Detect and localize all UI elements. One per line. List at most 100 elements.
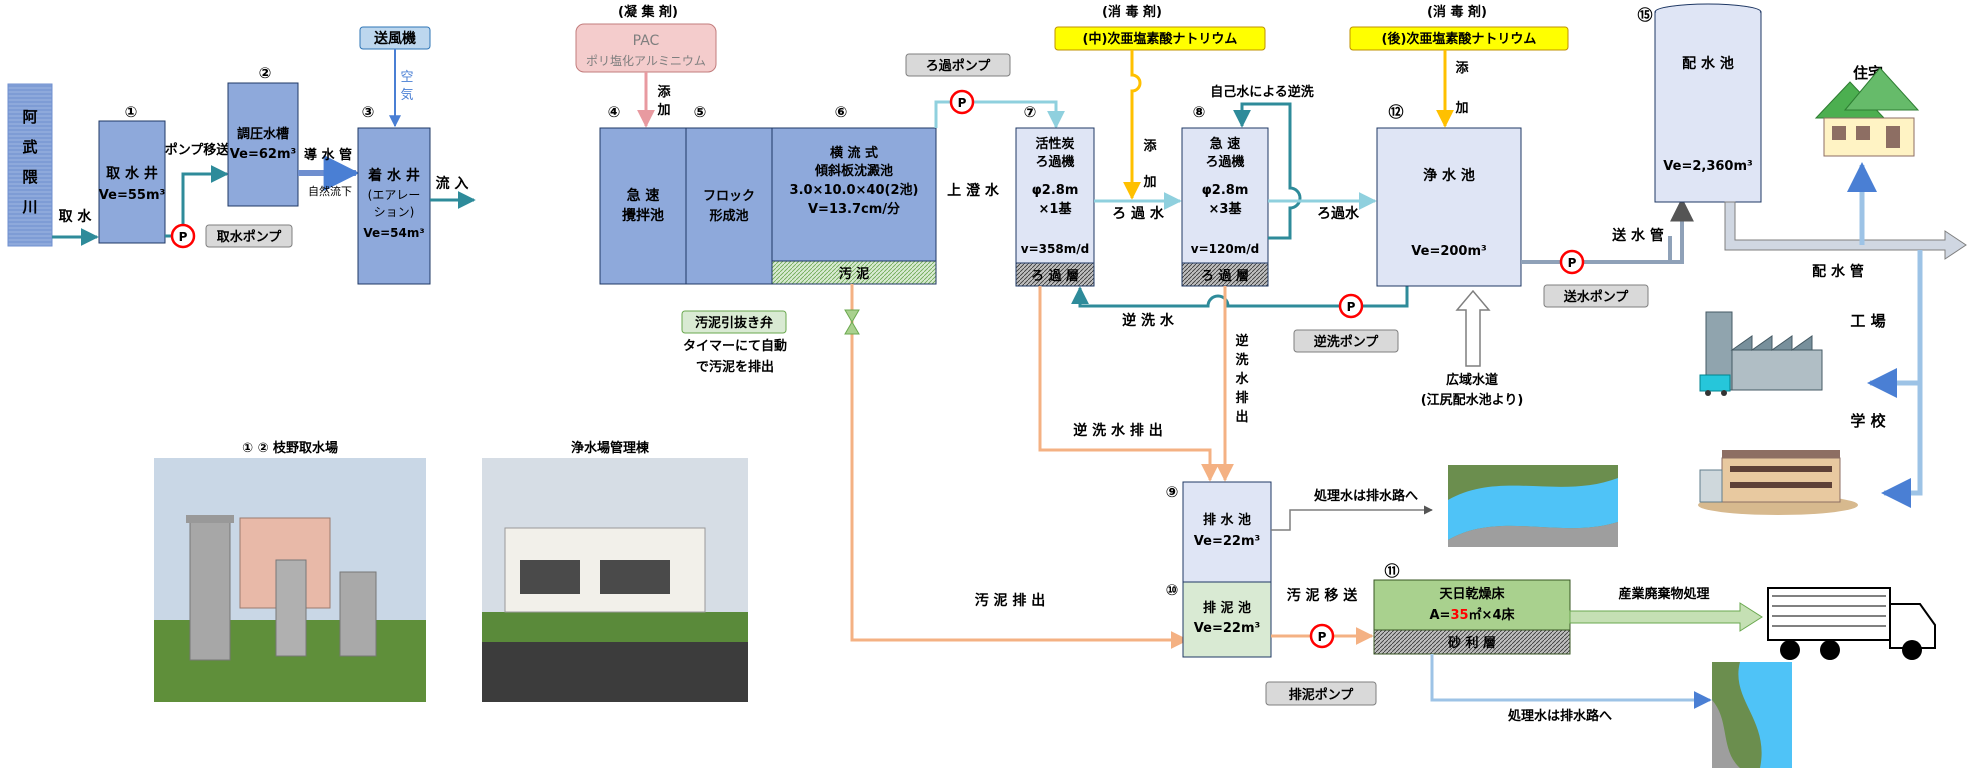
pac-full-label: ポリ塩化アルミニウム — [586, 53, 706, 68]
industrial-waste-arrow — [1569, 602, 1763, 632]
disinfect-mid-heading: (消 毒 剤) — [1102, 4, 1162, 20]
unit11-spec-pre: A= — [1429, 608, 1450, 623]
school-illustration — [1698, 450, 1858, 515]
unit4-name1: 急 速 — [627, 187, 660, 204]
post-add-1: 添 — [1455, 60, 1469, 76]
unit12-spec: Ve=200m³ — [1411, 244, 1486, 259]
unit11-spec-highlight: 35 — [1450, 608, 1468, 623]
unit9-spec: Ve=22m³ — [1194, 534, 1260, 549]
unit8-rapid-filter — [1181, 127, 1269, 287]
unit11-spec: A=35㎡×4床 — [1429, 607, 1515, 623]
filter-pump-label: ろ過ポンプ — [926, 58, 992, 74]
label-sludge-discharge: 汚 泥 排 出 — [975, 592, 1046, 609]
unit7-name1: 活性炭 — [1035, 136, 1074, 152]
unit12-name: 浄 水 池 — [1423, 167, 1475, 184]
flow-self-backwash — [1233, 102, 1302, 240]
backwash-pump-label: 逆洗ポンプ — [1314, 334, 1380, 350]
sludge-valve-label: 汚泥引抜き弁 — [695, 315, 773, 331]
intake-pump-symbol — [170, 223, 196, 249]
label-distribution-pipe: 配 水 管 — [1812, 263, 1864, 280]
unit7-name2: ろ過機 — [1035, 154, 1074, 170]
unit8-rate: v=120m/d — [1191, 242, 1259, 256]
pac-label: PAC — [633, 33, 660, 49]
wide-area-line-1: 広域水道 — [1446, 372, 1498, 388]
disinfect-post-badge — [1349, 26, 1569, 51]
intake-pump-label: 取水ポンプ — [217, 229, 283, 245]
bw-drain-char-2: 洗 — [1235, 352, 1248, 368]
send-pump-label: 送水ポンプ — [1563, 289, 1630, 305]
label-treated-to-drain-1: 処理水は排水路へ — [1313, 488, 1418, 504]
label-gravity: 自然流下 — [308, 184, 352, 198]
post-add-2: 加 — [1454, 101, 1468, 116]
unit6-sedimentation — [771, 127, 937, 285]
sludge-valve-icon — [844, 309, 860, 335]
unit11-spec-post: ㎡×4床 — [1469, 607, 1516, 623]
unit11-drying-bed — [1373, 579, 1571, 631]
label-backwash-discharge: 逆 洗 水 排 出 — [1073, 422, 1163, 439]
photo2-caption: 浄水場管理棟 — [571, 440, 650, 456]
disinfect-post-label: (後)次亜塩素酸ナトリウム — [1382, 31, 1537, 47]
flow-sludge-discharge — [850, 284, 1189, 649]
unit7-bottom-label: ろ 過 層 — [1031, 268, 1079, 284]
send-pump-symbol — [1559, 249, 1585, 275]
bw-drain-char-5: 出 — [1235, 409, 1248, 425]
flow-send-pipe-b — [1670, 197, 1694, 264]
unit15-tank-top-fill — [1656, 5, 1760, 19]
flow-treated-to-drain-2 — [1430, 654, 1712, 709]
label-inflow: 流 入 — [436, 175, 469, 192]
sludge-pump-badge — [1265, 681, 1377, 706]
flow-backwash-return — [1071, 286, 1409, 308]
school-label: 学 校 — [1850, 412, 1886, 430]
unit5-flocculation — [685, 127, 773, 285]
pac-add-2: 加 — [656, 103, 670, 118]
unit3-receiving-well — [357, 127, 431, 285]
unit8-number: ⑧ — [1193, 103, 1206, 121]
unit8-spec2: ×3基 — [1209, 201, 1243, 217]
unit7-spec2: ×1基 — [1039, 201, 1073, 217]
blower-label: 送風機 — [373, 30, 416, 47]
unit2-number: ② — [259, 64, 272, 82]
bw-drain-char-3: 水 — [1235, 371, 1249, 387]
label-filtered-water-7: ろ 過 水 — [1112, 205, 1165, 222]
unit4-rapid-mix — [599, 127, 687, 285]
unit11-name: 天日乾燥床 — [1439, 586, 1505, 602]
label-conduit: 導 水 管 — [304, 147, 352, 163]
unit1-number: ① — [125, 103, 138, 121]
label-treated-to-drain-2: 処理水は排水路へ — [1507, 708, 1612, 724]
unit8-name2: ろ過機 — [1205, 154, 1244, 170]
photo-intake-station — [154, 458, 426, 702]
intake-pump-badge — [205, 224, 293, 248]
unit9-drain-basin — [1182, 481, 1272, 583]
unit7-activated-carbon-filter — [1015, 127, 1095, 287]
label-self-backwash: 自己水による逆洗 — [1210, 84, 1314, 100]
unit7-number: ⑦ — [1024, 103, 1037, 121]
wide-area-line-2: (江尻配水池より) — [1421, 392, 1524, 408]
unit1-spec: Ve=55m³ — [99, 188, 165, 203]
label-sludge-transfer: 汚 泥 移 送 — [1287, 587, 1359, 604]
backwash-pump-badge — [1293, 329, 1399, 353]
unit4-number: ④ — [608, 103, 621, 121]
backwash-pump-symbol — [1338, 293, 1364, 319]
sludge-pump-p: P — [1318, 630, 1327, 644]
factory-illustration — [1699, 311, 1823, 396]
unit2-name: 調圧水槽 — [237, 126, 289, 142]
unit11-number: ⑪ — [1384, 562, 1399, 580]
river-char-2: 武 — [22, 138, 37, 156]
timer-line-1: タイマーにて自動 — [683, 338, 787, 354]
label-pump-transfer: ポンプ移送 — [165, 142, 231, 158]
disinfect-post-heading: (消 毒 剤) — [1427, 4, 1487, 20]
unit2-spec: Ve=62m³ — [230, 147, 296, 162]
mid-add-2: 加 — [1142, 175, 1156, 190]
unit4-name2: 攪拌池 — [622, 207, 664, 224]
river-char-4: 川 — [21, 198, 37, 216]
bw-drain-char-1: 逆 — [1235, 333, 1248, 349]
unit6-bottom-label: 汚 泥 — [839, 266, 870, 282]
unit10-sludge-basin — [1182, 581, 1272, 658]
filter-pump-badge — [905, 53, 1011, 77]
unit6-spec1: 3.0×10.0×40(2池) — [790, 182, 919, 198]
bw-drain-char-4: 排 — [1235, 390, 1248, 406]
river-char-3: 隈 — [22, 168, 38, 186]
send-pump-p: P — [1568, 256, 1577, 270]
unit3-sub2: ション) — [374, 205, 415, 219]
unit15-number: ⑮ — [1637, 6, 1652, 24]
